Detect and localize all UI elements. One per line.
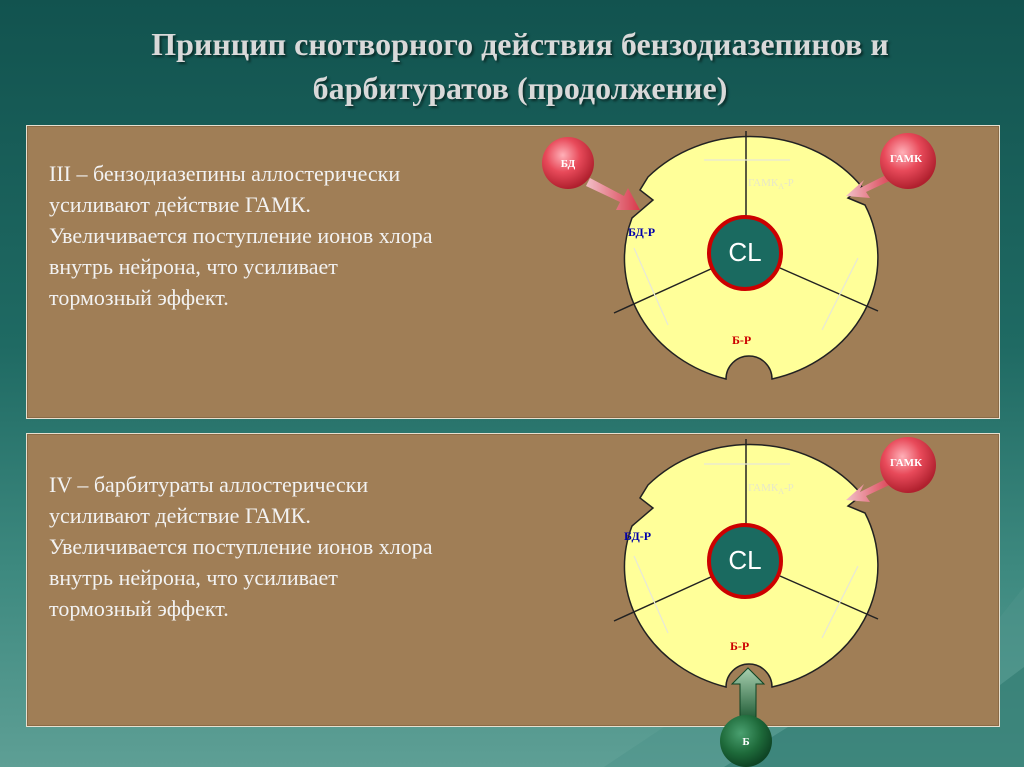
gaba-ligand [880, 133, 936, 189]
gaba-receptor-suffix: -Р [784, 177, 794, 189]
gaba-ligand-label: ГАМК [890, 153, 922, 165]
text-line: III – бензодиазепины аллостерически [49, 161, 401, 186]
text-line: Увеличивается поступление ионов хлора [49, 223, 433, 248]
gaba-receptor-text: ГАМК [748, 482, 779, 494]
chloride-label: CL [728, 545, 761, 575]
bd-arrow [586, 178, 640, 210]
gaba-receptor-subscript: А [778, 487, 784, 496]
gaba-receptor-suffix: -Р [784, 482, 794, 494]
b-ligand-label: Б [742, 736, 749, 748]
text-line: IV – барбитураты аллостерически [49, 472, 369, 497]
receptor-diagram-2: CL БД-Р Б-Р ГАМКА-Р ГАМК Б [613, 437, 936, 767]
panel-text: III – бензодиазепины аллостерически усил… [49, 158, 549, 313]
gaba-ligand [880, 437, 936, 493]
slide-title: Принцип снотворного действия бензодиазеп… [40, 22, 1000, 110]
text-line: Увеличивается поступление ионов хлора [49, 534, 433, 559]
panel-text: IV – барбитураты аллостерически усиливаю… [49, 469, 549, 624]
text-line: усиливают действие ГАМК. [49, 503, 311, 528]
title-line-1: Принцип снотворного действия бензодиазеп… [151, 26, 889, 62]
b-receptor-label: Б-Р [732, 333, 751, 347]
bd-receptor-label: БД-Р [628, 225, 655, 239]
text-line: тормозный эффект. [49, 596, 229, 621]
gaba-arrow [846, 476, 896, 502]
text-line: усиливают действие ГАМК. [49, 192, 311, 217]
chloride-label: CL [728, 237, 761, 267]
b-arrow [730, 667, 766, 721]
chloride-channel [707, 523, 783, 599]
gaba-a-receptor-label: ГАМКА-Р [748, 482, 794, 496]
text-line: внутрь нейрона, что усиливает [49, 565, 338, 590]
gaba-arrow [846, 172, 896, 198]
gaba-ligand-label: ГАМК [890, 457, 922, 469]
title-line-2: барбитуратов (продолжение) [312, 70, 728, 106]
gaba-a-receptor-label: ГАМКА-Р [748, 177, 794, 191]
receptor-diagram-1: CL БД-Р Б-Р ГАМКА-Р БД ГАМК [542, 131, 936, 380]
panel-benzodiazepines: III – бензодиазепины аллостерически усил… [26, 125, 1000, 419]
b-ligand [720, 715, 772, 767]
b-receptor-label: Б-Р [730, 639, 749, 653]
gaba-receptor-subscript: А [778, 182, 784, 191]
bd-receptor-label: БД-Р [624, 529, 651, 543]
text-line: внутрь нейрона, что усиливает [49, 254, 338, 279]
bd-ligand [542, 137, 594, 189]
text-line: тормозный эффект. [49, 285, 229, 310]
chloride-channel [707, 215, 783, 291]
bd-ligand-label: БД [561, 158, 576, 170]
gaba-receptor-text: ГАМК [748, 177, 779, 189]
